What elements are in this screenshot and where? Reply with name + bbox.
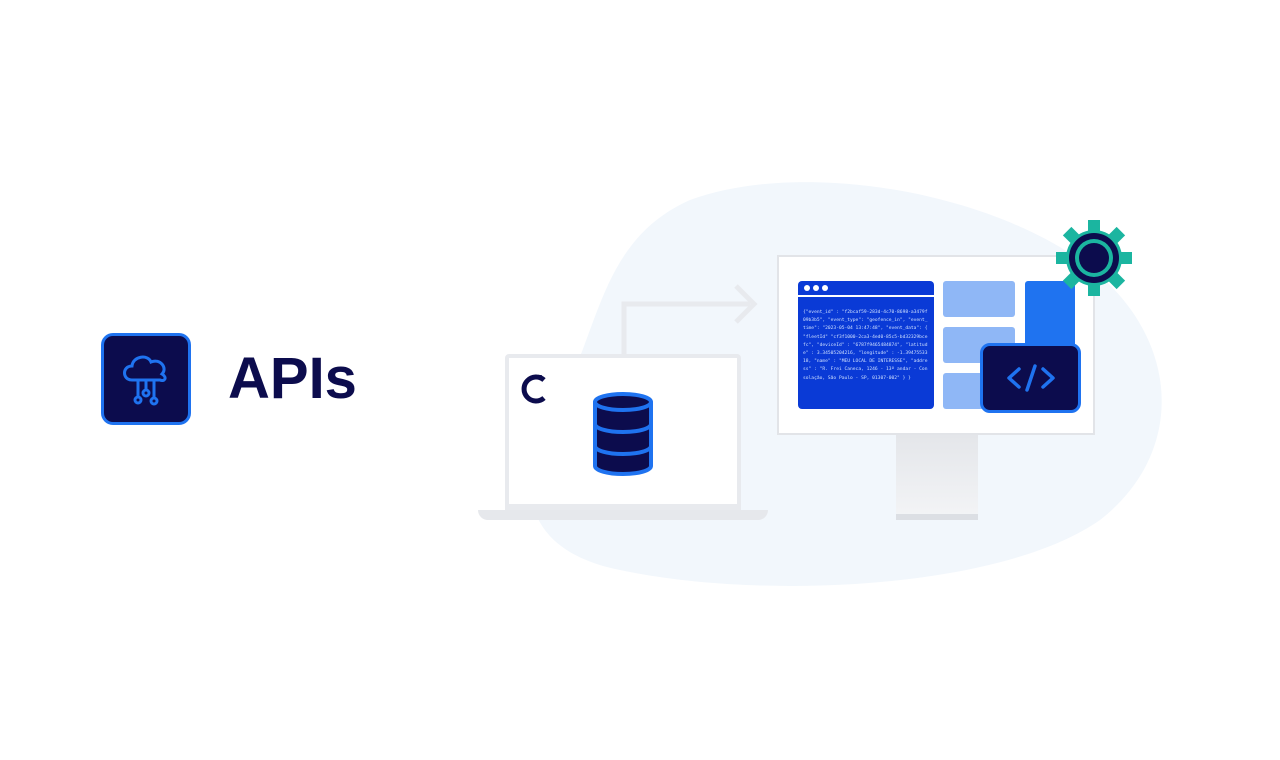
code-window: {"event_id" : "f2bcaf59-283d-4c70-8698-a… xyxy=(798,281,934,409)
laptop-base xyxy=(478,510,768,520)
apis-icon-tile xyxy=(101,333,191,425)
code-badge xyxy=(980,343,1081,413)
layout-tile xyxy=(943,281,1015,317)
code-brackets-icon xyxy=(1006,364,1055,392)
c-logo-icon xyxy=(521,374,546,404)
gear-icon xyxy=(1056,220,1132,296)
cloud-network-icon xyxy=(123,355,167,406)
monitor-stand xyxy=(896,435,978,517)
code-window-titlebar xyxy=(798,281,934,297)
database-icon xyxy=(593,392,653,476)
arrow-right-icon xyxy=(621,284,758,375)
page-title: APIs xyxy=(228,346,357,411)
json-code-text: {"event_id" : "f2bcaf59-283d-4c70-8698-a… xyxy=(803,310,928,381)
monitor-stand-foot xyxy=(896,514,978,520)
